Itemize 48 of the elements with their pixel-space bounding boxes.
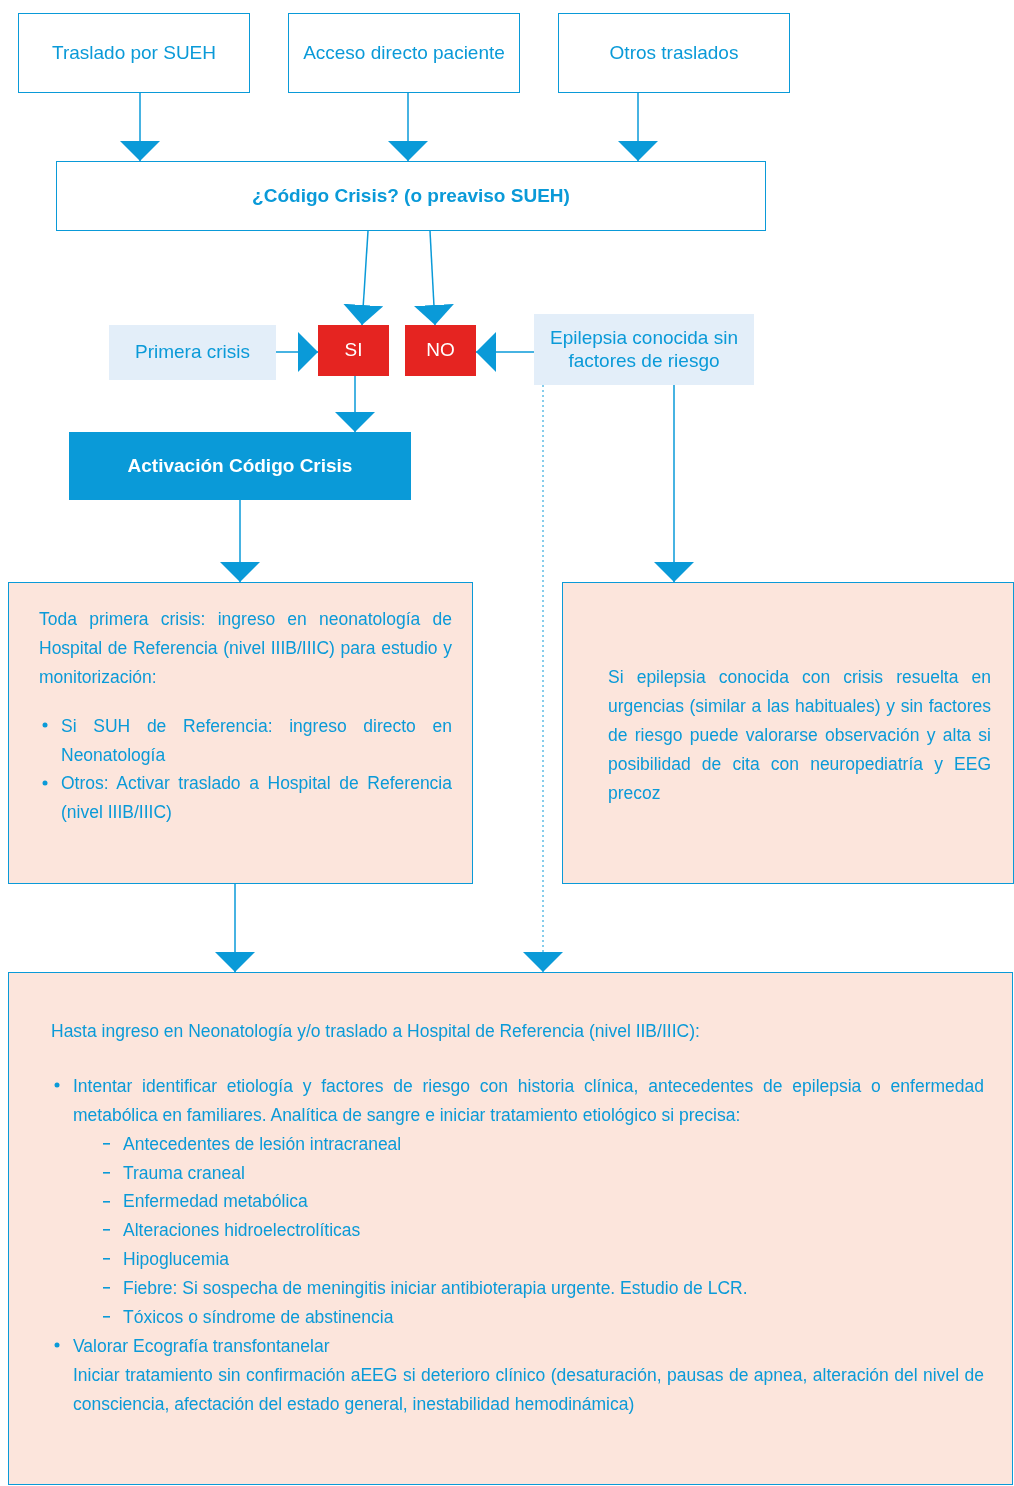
- process-box: [558, 13, 790, 93]
- list-item: Antecedentes de lesión intracraneal: [123, 1133, 402, 1154]
- note-box: [8, 972, 1013, 1485]
- list-item: Si SUH de Referencia: ingreso directo en Neonatología: [61, 715, 452, 765]
- arrow: [654, 384, 694, 583]
- box-label: Epilepsia conocida sin factores de riesgo: [549, 326, 739, 373]
- box-label: ¿Código Crisis? (o preaviso SUEH): [252, 184, 570, 208]
- box-label: Traslado por SUEH: [52, 41, 216, 65]
- note-box: [562, 582, 1014, 884]
- arrow: [618, 92, 658, 162]
- box-label: SI: [344, 339, 363, 362]
- condition-box: [109, 325, 276, 380]
- arrow: [220, 499, 260, 583]
- decision-box: [318, 325, 389, 376]
- arrow: [388, 92, 428, 162]
- box-label: Primera crisis: [134, 341, 251, 364]
- arrow: [523, 384, 563, 973]
- list-item: Intentar identificar etiología y factores de riesgo con historia clínica, antecedentes de epilepsia o enfermedad metabólica en familiares. Analítica de sangre e iniciar tratamiento etiológico si precisa:: [73, 1075, 984, 1125]
- note-box: [8, 582, 473, 884]
- list-item: Alteraciones hidroelectrolíticas: [123, 1220, 361, 1241]
- arrow: [475, 332, 535, 372]
- process-box: [18, 13, 250, 93]
- decision-box: [405, 325, 476, 376]
- arrow: [343, 230, 384, 326]
- list-item: Otros: Activar traslado a Hospital de Referencia (nivel IIIB/IIIC): [61, 773, 452, 823]
- process-box: [288, 13, 520, 93]
- list-item: Trauma craneal: [123, 1162, 245, 1183]
- box-label: NO: [426, 339, 455, 362]
- paragraph: Toda primera crisis: ingreso en neonatología de Hospital de Referencia (nivel IIIB/IIIC) para estudio y monitorización:: [39, 609, 452, 687]
- process-box: [56, 161, 766, 231]
- box-label: Activación Código Crisis: [127, 454, 353, 478]
- list-item: Valorar Ecografía transfontanelar: [73, 1335, 330, 1356]
- arrow: [120, 92, 160, 162]
- list-item: Tóxicos o síndrome de abstinencia: [123, 1306, 394, 1327]
- action-box: [69, 432, 411, 500]
- arrow: [413, 230, 454, 326]
- arrow: [275, 332, 319, 372]
- arrow: [335, 375, 375, 433]
- paragraph: Iniciar tratamiento sin confirmación aEEG si deterioro clínico (desaturación, pausas de apnea, alteración del nivel de consciencia, afectación del estado general, inestabilidad hemodinámica): [73, 1364, 984, 1414]
- paragraph: Hasta ingreso en Neonatología y/o traslado a Hospital de Referencia (nivel IIB/IIIC):: [51, 1021, 700, 1041]
- box-label: Acceso directo paciente: [303, 41, 505, 65]
- arrow: [215, 883, 255, 973]
- list-item: Enfermedad metabólica: [123, 1191, 308, 1212]
- condition-box: [534, 314, 754, 385]
- list-item: Hipoglucemia: [123, 1249, 230, 1270]
- list-item: Fiebre: Si sospecha de meningitis iniciar antibioterapia urgente. Estudio de LCR.: [123, 1278, 748, 1298]
- paragraph: Si epilepsia conocida con crisis resuelta en urgencias (similar a las habituales) y sin factores de riesgo puede valorarse observación y alta si posibilidad de cita con neuropediatría y EEG precoz: [608, 667, 991, 803]
- box-label: Otros traslados: [609, 41, 739, 65]
